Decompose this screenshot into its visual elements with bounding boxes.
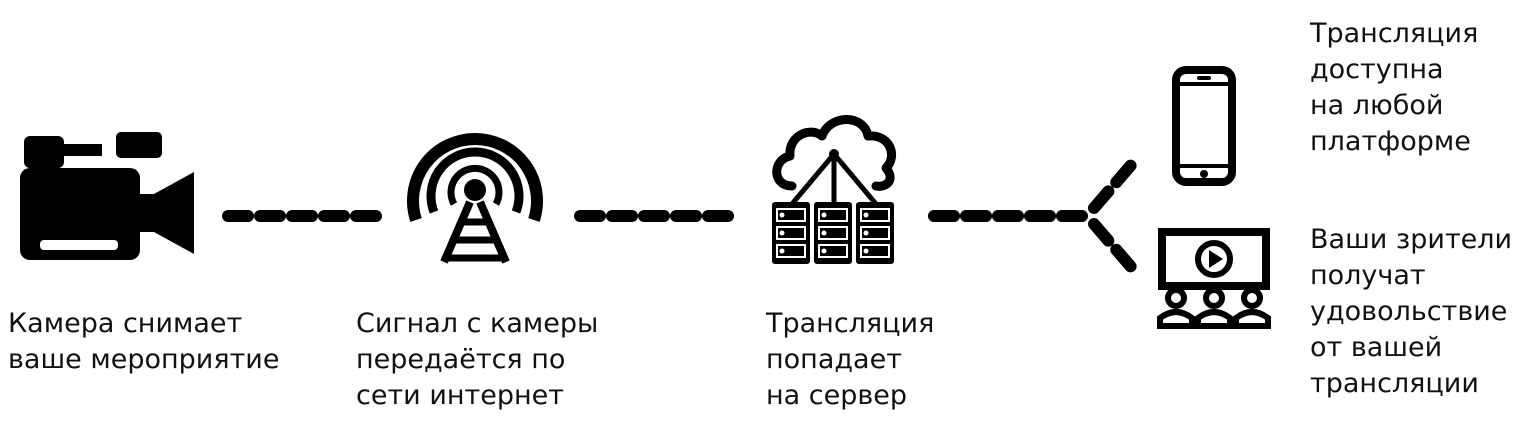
caption-line: попадает [766,344,902,375]
caption-line: доступна [1310,54,1444,85]
output-caption-platform: Трансляция доступна на любой платформе [1310,16,1478,160]
caption-line: Ваши зрители [1310,224,1513,255]
smartphone-icon [1172,66,1236,186]
fork-connector [928,158,1138,274]
caption-line: на сервер [766,380,908,411]
caption-line: передаётся по [356,344,566,375]
caption-line: платформе [1310,126,1471,157]
caption-line: сети интернет [356,380,564,411]
caption-line: Камера снимает [8,308,243,339]
audience-screen-icon [1157,228,1271,329]
step-caption-camera: Камера снимает ваше мероприятие [8,306,279,378]
caption-line: на любой [1310,90,1444,121]
broadcast-tower-icon [407,132,543,264]
dashed-connector [222,210,392,222]
dashed-connector [574,210,734,222]
caption-line: Сигнал с камеры [356,308,599,339]
caption-line: от вашей [1310,332,1443,363]
caption-line: удовольствие [1310,296,1508,327]
video-camera-icon [20,132,194,260]
caption-line: трансляции [1310,368,1479,399]
cloud-server-icon [772,115,896,264]
step-caption-server: Трансляция попадает на сервер [766,306,934,414]
step-caption-signal: Сигнал с камеры передаётся по сети интер… [356,306,598,414]
caption-line: ваше мероприятие [8,344,280,375]
caption-line: Трансляция [766,308,935,339]
output-caption-viewers: Ваши зрители получат удовольствие от ваш… [1310,222,1512,402]
caption-line: Трансляция [1310,18,1479,49]
caption-line: получат [1310,260,1426,291]
